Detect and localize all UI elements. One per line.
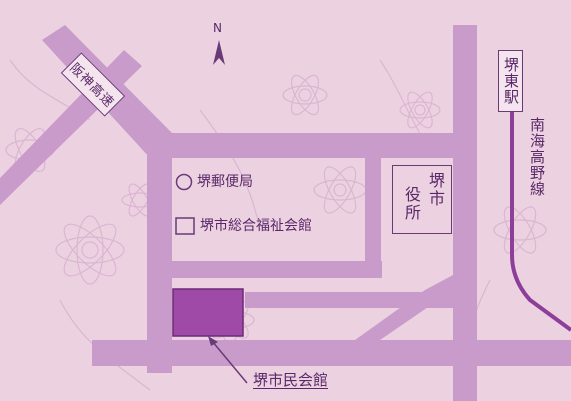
road-right-vertical xyxy=(453,25,477,401)
city-hall-text-left: 役所 xyxy=(402,186,421,222)
road-left-vertical xyxy=(147,133,172,373)
destination-building xyxy=(172,288,244,337)
railway-line xyxy=(510,110,571,332)
leader-line xyxy=(211,340,248,384)
road-short-horizontal xyxy=(245,292,453,308)
post-office-icon xyxy=(175,173,193,191)
destination-label: 堺市民会館 xyxy=(253,371,329,389)
road-middle-horizontal xyxy=(172,261,382,278)
road-middle-vertical xyxy=(365,154,381,278)
north-label: N xyxy=(213,21,222,35)
road-upper-horizontal xyxy=(147,133,461,158)
post-office-label: 堺郵便局 xyxy=(197,174,253,190)
welfare-hall-label: 堺市総合福祉会館 xyxy=(200,218,312,234)
station-label: 堺東駅 xyxy=(498,50,523,112)
city-hall-label: 堺市役所 xyxy=(392,165,452,234)
road-diagonal-connector xyxy=(355,275,453,340)
city-hall-text-right: 堺市 xyxy=(426,172,445,208)
leader-arrow xyxy=(208,336,218,346)
north-arrow-icon xyxy=(213,40,225,65)
road-lower-horizontal xyxy=(92,340,571,366)
welfare-hall-icon xyxy=(175,217,195,235)
railway-label: 南海高野線 xyxy=(528,117,546,197)
